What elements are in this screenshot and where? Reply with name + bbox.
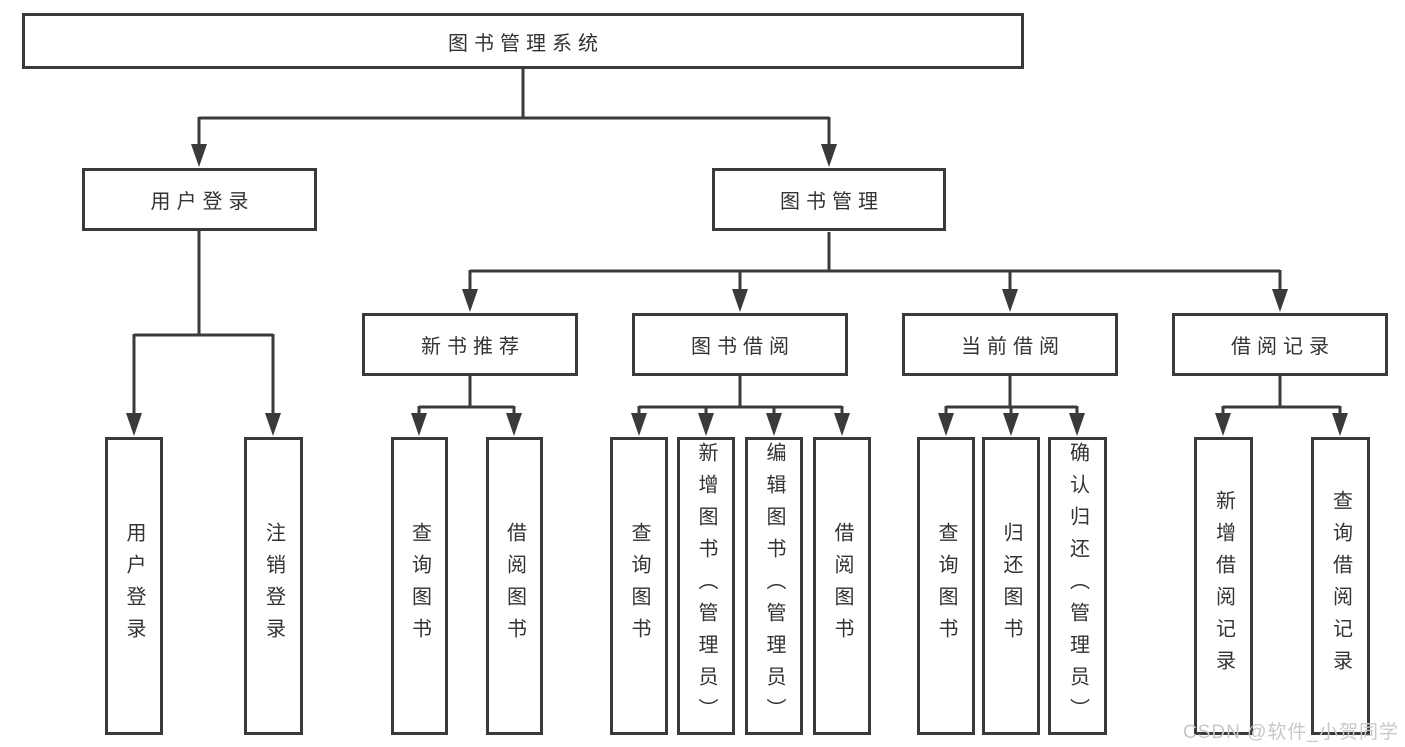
leaf-borrowing-edit-books-admin: 编辑图书（管理员）: [745, 437, 803, 735]
leaf-newbook-query-books: 查询图书: [391, 437, 448, 735]
node-new-book-recommend: 新书推荐: [362, 313, 578, 376]
node-label: 查询图书: [408, 522, 431, 650]
node-borrow-records: 借阅记录: [1172, 313, 1388, 376]
node-label: 查询图书: [935, 522, 957, 650]
leaf-borrowing-add-books-admin: 新增图书（管理员）: [677, 437, 735, 735]
csdn-watermark: CSDN @软件_小贺同学: [1183, 722, 1399, 743]
leaf-borrowing-query-books: 查询图书: [610, 437, 668, 735]
node-label: 图书管理: [780, 191, 884, 213]
node-book-management: 图书管理: [712, 168, 946, 231]
node-label: 注销登录: [262, 522, 285, 650]
node-label: 用户登录: [123, 522, 145, 650]
leaf-current-confirm-return-admin: 确认归还（管理员）: [1048, 437, 1107, 735]
node-label: 新增借阅记录: [1212, 490, 1235, 682]
leaf-current-return-books: 归还图书: [982, 437, 1040, 735]
leaf-user-login: 用户登录: [105, 437, 163, 735]
node-label: 借阅图书: [831, 522, 853, 650]
node-system-root: 图书管理系统: [22, 13, 1024, 69]
node-label: 归还图书: [1000, 522, 1022, 650]
leaf-newbook-borrow-books: 借阅图书: [486, 437, 543, 735]
arrowheads: [126, 144, 1348, 436]
node-label: 查询借阅记录: [1329, 490, 1352, 682]
leaf-logout: 注销登录: [244, 437, 303, 735]
node-label: 借阅记录: [1231, 336, 1335, 358]
node-label: 编辑图书（管理员）: [763, 442, 785, 730]
leaf-records-query-borrow-record: 查询借阅记录: [1311, 437, 1370, 735]
node-label: 用户登录: [150, 191, 255, 213]
node-label: 确认归还（管理员）: [1066, 442, 1089, 730]
node-label: 借阅图书: [503, 522, 526, 650]
leaf-borrowing-borrow-books: 借阅图书: [813, 437, 871, 735]
node-book-borrowing: 图书借阅: [632, 313, 848, 376]
node-label: 查询图书: [628, 522, 650, 650]
node-label: 新增图书（管理员）: [695, 442, 717, 730]
node-label: 图书借阅: [691, 336, 795, 358]
node-label: 新书推荐: [421, 336, 525, 358]
leaf-current-query-books: 查询图书: [917, 437, 975, 735]
leaf-records-add-borrow-record: 新增借阅记录: [1194, 437, 1253, 735]
node-label: 当前借阅: [961, 336, 1065, 358]
node-label: 图书管理系统: [448, 32, 604, 55]
node-user-login: 用户登录: [82, 168, 317, 231]
node-current-borrowing: 当前借阅: [902, 313, 1118, 376]
